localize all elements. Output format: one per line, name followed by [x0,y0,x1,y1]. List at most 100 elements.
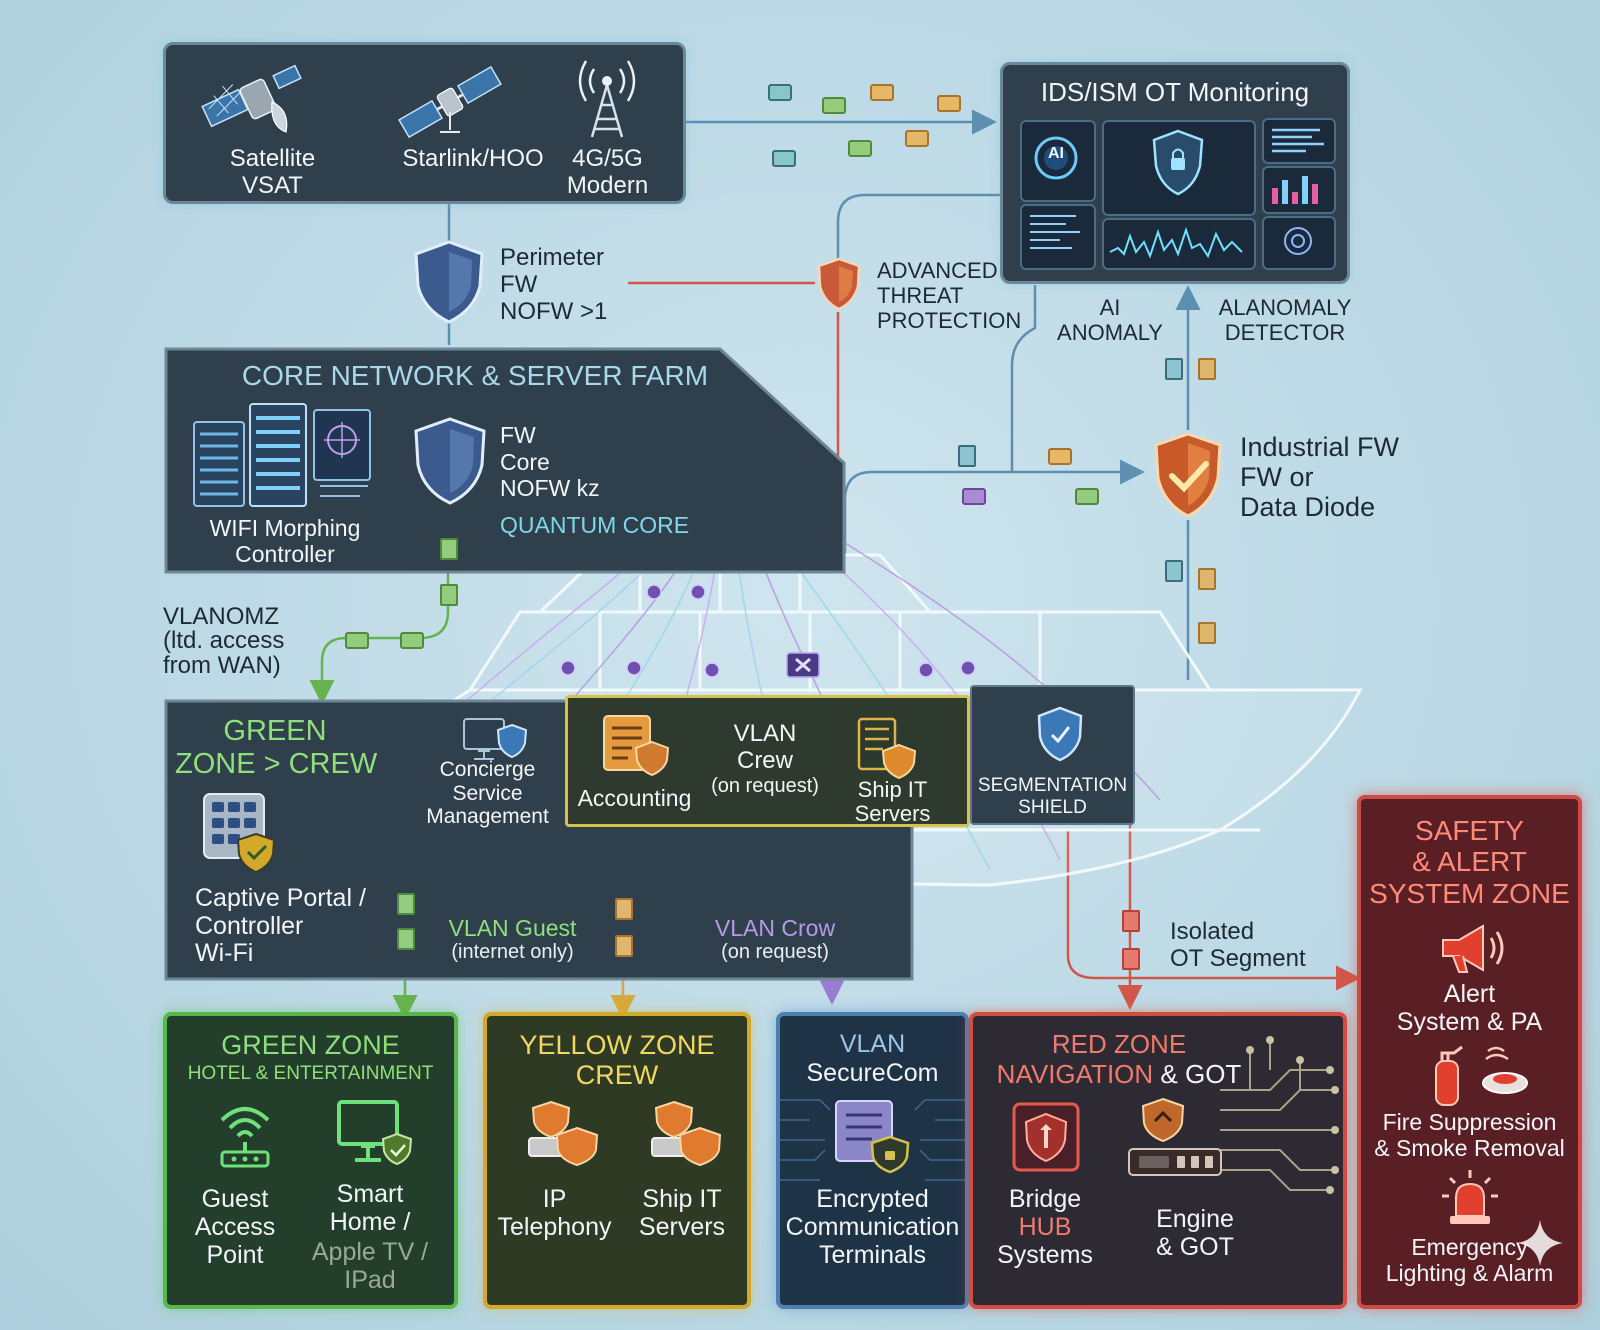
cell-tower-icon [578,60,636,138]
document-packet-icon [1198,622,1216,644]
document-packet-icon [1198,568,1216,590]
apple-tv-label: Apple TV /IPad [311,1238,429,1294]
packet-icon [400,632,424,649]
packet-icon [1048,448,1072,465]
circuit-pattern-right [1220,1036,1339,1194]
green-zone-panel [163,1012,458,1309]
document-packet-icon [1122,910,1140,932]
ai-monitor-screen[interactable] [1020,120,1096,202]
document-packet-icon [1165,358,1183,380]
keypad-shield-icon [203,793,276,874]
vlan-crow-label: VLAN Crow(on request) [714,915,836,964]
threat-protection-shield-icon [817,257,861,311]
starlink-satellite-icon [398,65,502,139]
bars-screen-top[interactable] [1262,118,1336,164]
tools-icon [786,652,820,678]
radar-icon [1284,227,1312,255]
bar-graph-icon [1272,176,1318,204]
segmentation-shield-frame [970,685,1135,825]
core-network-title: CORE NETWORK & SERVER FARM [241,360,709,391]
fiber-nodes [560,584,976,678]
document-packet-icon [397,893,415,915]
packet-icon [962,488,986,505]
starlink-label: Starlink/HOO [402,145,544,172]
ids-title: IDS/ISM OT Monitoring [1040,77,1310,107]
dashboard-shield-icon [1152,129,1204,196]
red-zone-title-got: & GOT [1160,1058,1242,1089]
dmz-link [309,540,450,705]
radar-screen[interactable] [1262,216,1336,270]
packet-icon [345,632,369,649]
isolated-ot-link [1066,830,1361,991]
document-packet-icon [397,928,415,950]
packet-icon [937,95,961,112]
accounting-label: Accounting [577,785,692,811]
fire-extinguisher-icon [1435,1045,1463,1106]
document-packet-icon [440,538,458,560]
ip-telephony-icon [528,1100,599,1167]
red-zone-title-navigation: NAVIGATION [996,1058,1154,1089]
packet-icon [905,130,929,147]
core-network-panel [164,347,846,574]
document-packet-icon [958,445,976,467]
ship-it-document-shield-icon [857,717,917,780]
encrypted-terminal-icon [835,1100,910,1174]
red-zone-title: RED ZONE NAVIGATION & GOT [996,1029,1242,1089]
core-firewall-shield-icon [414,417,486,505]
satellite-icon [201,64,302,133]
packet-icon [768,84,792,101]
packet-icon [822,97,846,114]
ai-badge: AI [1048,145,1064,162]
vlan-guest-label: VLAN Guest(internet only) [448,915,577,964]
document-packet-icon [440,584,458,606]
segmentation-shield-icon [1037,706,1083,762]
document-packet-icon [615,935,633,957]
industrial-firewall-shield-icon [1154,432,1222,518]
server-rack-icon [193,403,371,507]
smoke-detector-icon [1482,1046,1528,1094]
accounting-document-icon [603,715,670,777]
document-packet-icon [1122,948,1140,970]
circuit-pattern-left [780,1099,965,1181]
packet-icon [1075,488,1099,505]
ai-anomaly-link [1010,285,1037,472]
fire-suppression-label: Fire Suppression& Smoke Removal [1374,1109,1565,1161]
ship-it-server-icon [651,1100,722,1167]
document-packet-icon [1165,560,1183,582]
document-packet-icon [615,898,633,920]
bars-screen-mid[interactable] [1262,166,1336,214]
monitor-shield-icon [463,718,528,760]
list-lines-icon [1272,128,1324,153]
engine-controller-icon [1128,1097,1222,1176]
perimeter-firewall-shield-icon [414,240,484,324]
engine-got-label: Engine& GOT [1156,1205,1234,1261]
ids-feed-link [836,193,1000,262]
packet-icon [870,84,894,101]
sparkle-icon [1517,1220,1563,1266]
